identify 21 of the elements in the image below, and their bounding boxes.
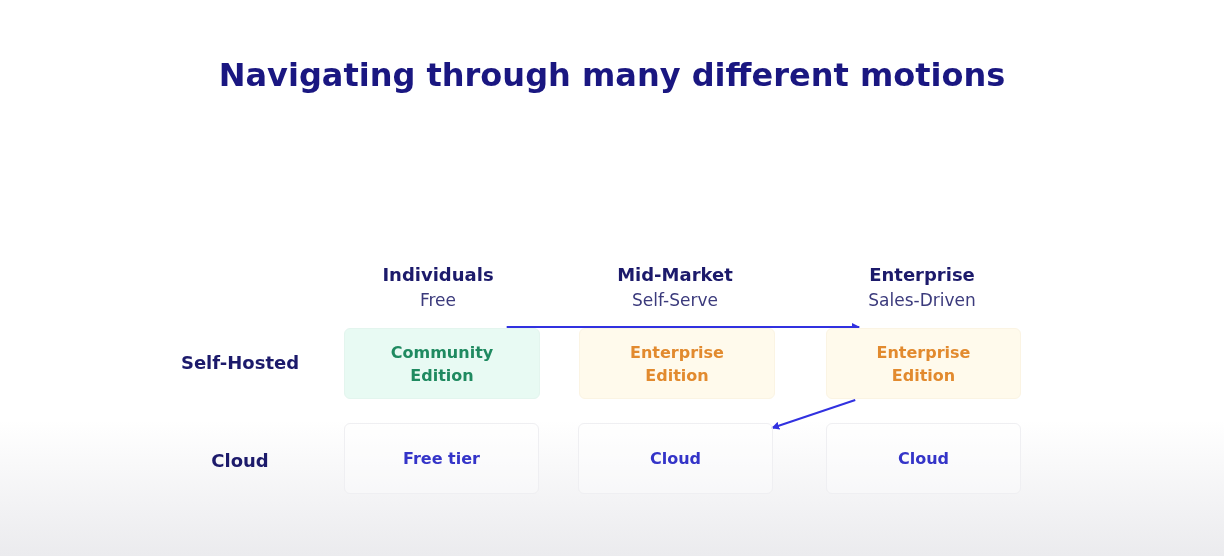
slide-title: Navigating through many different motions (217, 55, 1007, 96)
column-subheading: Sales-Driven (868, 289, 976, 311)
plan-label: Community Edition (389, 341, 495, 387)
plan-label: Cloud (897, 448, 950, 470)
plan-label: Cloud (649, 448, 702, 470)
row-heading: Cloud (211, 448, 269, 472)
plan-label: Enterprise Edition (875, 341, 972, 387)
plan-card (578, 423, 773, 494)
column-heading: Individuals (382, 262, 494, 286)
arrow (505, 323, 861, 331)
column-subheading: Self-Serve (632, 289, 718, 311)
column-subheading: Free (419, 289, 457, 311)
column-heading: Enterprise (869, 262, 975, 286)
plan-card (344, 328, 540, 399)
column-heading: Mid-Market (617, 262, 733, 286)
plan-label: Enterprise Edition (629, 341, 725, 387)
plan-card (826, 328, 1021, 399)
arrow (771, 399, 857, 430)
plan-card (579, 328, 775, 399)
row-heading: Self-Hosted (180, 350, 300, 374)
plan-label: Free tier (403, 448, 480, 470)
